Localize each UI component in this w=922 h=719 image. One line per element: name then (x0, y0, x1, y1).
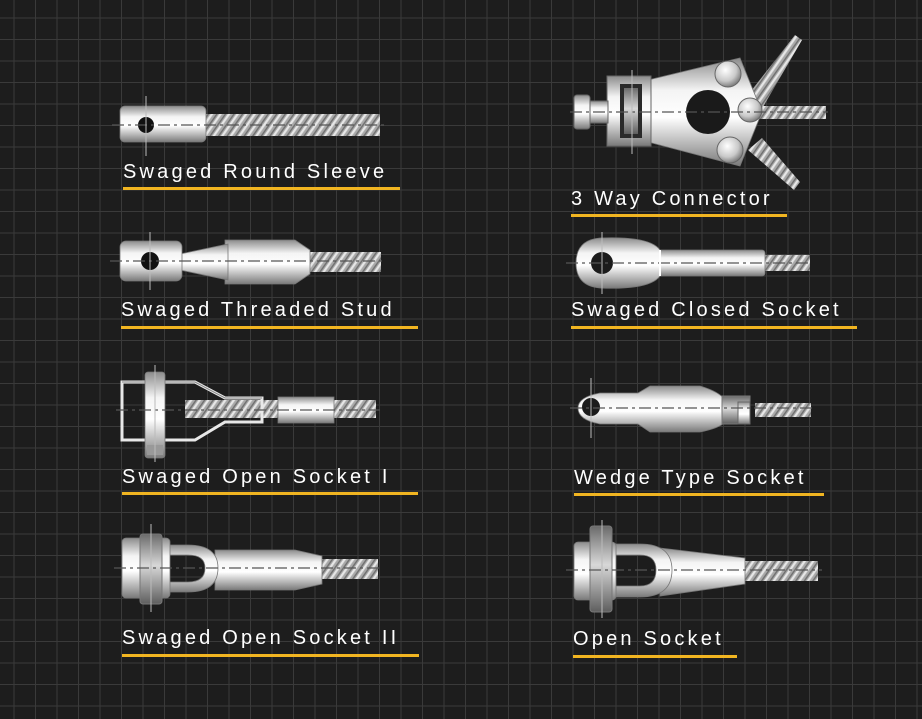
swaged-closed-socket-drawing (566, 232, 812, 294)
underline-swaged-open-socket-i (122, 492, 418, 495)
underline-3-way-connector (571, 214, 787, 217)
swaged-open-socket-ii-drawing (114, 524, 382, 612)
underline-wedge-type-socket (574, 493, 824, 496)
label-open-socket: Open Socket (573, 628, 724, 650)
label-swaged-closed-socket: Swaged Closed Socket (571, 299, 842, 321)
underline-swaged-open-socket-ii (122, 654, 419, 657)
swaged-open-socket-i-drawing (116, 365, 380, 462)
label-swaged-open-socket-i: Swaged Open Socket I (122, 466, 391, 488)
label-swaged-open-socket-ii: Swaged Open Socket II (122, 627, 400, 649)
swaged-round-sleeve-drawing (112, 96, 385, 156)
label-wedge-type-socket: Wedge Type Socket (574, 467, 807, 489)
3-way-connector-drawing (570, 35, 828, 190)
label-swaged-round-sleeve: Swaged Round Sleeve (123, 161, 388, 183)
underline-swaged-threaded-stud (121, 326, 418, 329)
swaged-threaded-stud-drawing (110, 232, 385, 290)
label-3-way-connector: 3 Way Connector (571, 188, 773, 210)
label-swaged-threaded-stud: Swaged Threaded Stud (121, 299, 395, 321)
underline-open-socket (573, 655, 737, 658)
open-socket-drawing (566, 520, 822, 618)
underline-swaged-round-sleeve (123, 187, 400, 190)
underline-swaged-closed-socket (571, 326, 857, 329)
wedge-type-socket-drawing (570, 378, 812, 438)
